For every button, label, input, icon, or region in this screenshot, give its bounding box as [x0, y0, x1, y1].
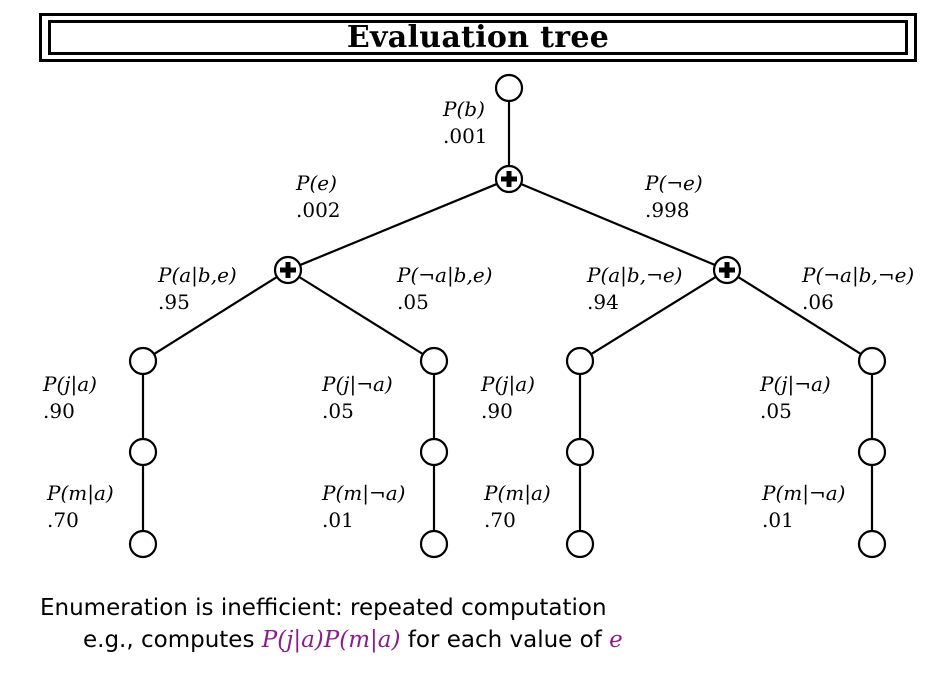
edge-label-12-value: .70 [484, 508, 516, 532]
plus-icon-vertical [285, 262, 291, 278]
tree-node-j4 [857, 437, 887, 467]
edge-label-10-text: P(m|a) [46, 481, 114, 506]
caption-line-2-middle: for each value of [400, 627, 610, 654]
tree-node-j1 [128, 437, 158, 467]
plus-icon-vertical [506, 171, 512, 187]
tree-node-a3 [565, 346, 595, 376]
edge-label-8-text: P(j|a) [480, 372, 535, 397]
tree-node-m1 [128, 529, 158, 559]
edge-label-4: P(a|b,¬e).94 [586, 263, 682, 314]
sum-node-e1 [273, 255, 303, 285]
edge-label-8: P(j|a).90 [480, 372, 535, 423]
tree-node-a2 [419, 346, 449, 376]
caption-line-2-prefix: e.g., computes [83, 627, 262, 654]
edge-label-10-value: .70 [47, 508, 79, 532]
plus-icon-vertical [724, 262, 730, 278]
tree-node-j2 [419, 437, 449, 467]
edge-label-6-text: P(j|a) [42, 372, 97, 397]
edge-label-3-value: .05 [397, 290, 429, 314]
edge-label-4-text: P(a|b,¬e) [586, 263, 682, 288]
edge-label-6: P(j|a).90 [42, 372, 97, 423]
sum-node-b [494, 164, 524, 194]
edge-label-7-text: P(j|¬a) [321, 372, 393, 397]
tree-node-j3 [565, 437, 595, 467]
edge-label-1-text: P(¬e) [644, 171, 703, 195]
edge-label-0-text: P(e) [295, 171, 337, 195]
edge-label-b: P(b) .001 [442, 97, 488, 148]
edge-label-10: P(m|a).70 [46, 481, 114, 532]
caption-math-variable: e [609, 627, 623, 654]
edge-label-11-text: P(m|¬a) [321, 481, 405, 506]
edge-label-b-value: .001 [443, 124, 488, 148]
edge-label-7-value: .05 [322, 399, 354, 423]
tree-node-m2 [419, 529, 449, 559]
page-title: Evaluation tree [346, 19, 610, 55]
caption-line-1: Enumeration is inefficient: repeated com… [40, 595, 607, 621]
tree-nodes [128, 73, 887, 559]
edge-label-7: P(j|¬a).05 [321, 372, 393, 423]
edge-e2-a4 [737, 275, 862, 356]
edge-b-e1 [299, 182, 498, 267]
edge-label-9-value: .05 [760, 399, 792, 423]
edge-label-1-value: .998 [645, 198, 690, 222]
edge-label-b-text: P(b) [442, 97, 485, 121]
edge-label-11-value: .01 [322, 508, 354, 532]
edge-label-1: P(¬e) .998 [644, 171, 703, 222]
edge-label-4-value: .94 [587, 290, 619, 314]
edge-label-6-value: .90 [43, 399, 75, 423]
caption-math-expression: P(j|a)P(m|a) [261, 627, 401, 654]
edge-b-e2 [520, 182, 716, 267]
edge-label-3: P(¬a|b,e).05 [396, 263, 492, 314]
tree-edges [141, 101, 874, 531]
caption-line-2: e.g., computes P(j|a)P(m|a) for each val… [40, 624, 623, 656]
tree-node-a1 [128, 346, 158, 376]
edge-label-8-value: .90 [481, 399, 513, 423]
edge-label-0-value: .002 [296, 198, 341, 222]
tree-node-a4 [857, 346, 887, 376]
title-frame: Evaluation tree [39, 13, 917, 62]
caption: Enumeration is inefficient: repeated com… [40, 592, 623, 656]
edge-label-2-value: .95 [158, 290, 190, 314]
edge-label-13: P(m|¬a).01 [761, 481, 845, 532]
edge-label-12: P(m|a).70 [483, 481, 551, 532]
tree-node-m3 [565, 529, 595, 559]
edge-label-11: P(m|¬a).01 [321, 481, 405, 532]
edge-label-5-value: .06 [802, 290, 834, 314]
tree-node-root [494, 73, 524, 103]
edge-label-13-text: P(m|¬a) [761, 481, 845, 506]
edge-label-5-text: P(¬a|b,¬e) [801, 263, 914, 288]
edge-e1-a2 [298, 275, 424, 356]
edge-e2-a3 [590, 275, 717, 356]
edge-label-3-text: P(¬a|b,e) [396, 263, 492, 288]
edge-label-2: P(a|b,e).95 [157, 263, 237, 314]
tree-node-m4 [857, 529, 887, 559]
edge-label-13-value: .01 [762, 508, 794, 532]
edge-label-2-text: P(a|b,e) [157, 263, 237, 288]
edge-label-0: P(e) .002 [295, 171, 341, 222]
edge-label-5: P(¬a|b,¬e).06 [801, 263, 914, 314]
sum-node-e2 [712, 255, 742, 285]
edge-label-12-text: P(m|a) [483, 481, 551, 506]
title-inner-frame: Evaluation tree [48, 20, 908, 55]
edge-label-9-text: P(j|¬a) [759, 372, 831, 397]
edge-e1-a1 [153, 275, 278, 356]
edge-label-9: P(j|¬a).05 [759, 372, 831, 423]
